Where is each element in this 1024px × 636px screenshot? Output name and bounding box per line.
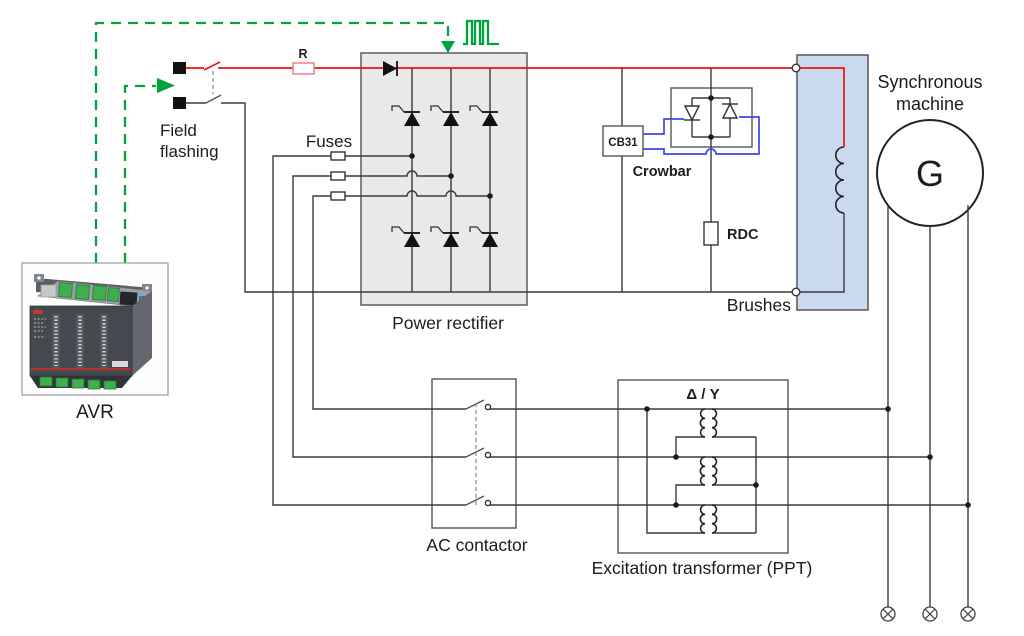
crowbar-label: Crowbar bbox=[633, 164, 692, 180]
diode-icon bbox=[383, 61, 398, 76]
fuse-icon bbox=[330, 151, 346, 161]
avr-label: AVR bbox=[76, 402, 114, 423]
generator-symbol: G bbox=[916, 153, 944, 194]
rdc-label: RDC bbox=[727, 227, 759, 243]
synchronous-machine-label-line1: Synchronous bbox=[877, 72, 982, 92]
synchronous-machine-label-line2: machine bbox=[896, 94, 964, 114]
field-winding-coil bbox=[835, 146, 845, 214]
power-rectifier-box bbox=[360, 52, 528, 306]
pulse-train-icon bbox=[463, 19, 499, 46]
firing-command-wire bbox=[94, 21, 450, 263]
machine-terminal-icon bbox=[880, 606, 896, 622]
power-rectifier-label: Power rectifier bbox=[392, 313, 504, 333]
switch-terminal-icon bbox=[173, 97, 186, 109]
crowbar-thyristors bbox=[683, 102, 739, 122]
vector-group-label: Δ / Y bbox=[686, 386, 719, 403]
field-flashing-label-line1: Field bbox=[160, 121, 197, 140]
machine-terminal-icon bbox=[922, 606, 938, 622]
cb31-label: CB31 bbox=[608, 137, 638, 149]
machine-terminal-icon bbox=[960, 606, 976, 622]
brushes-label: Brushes bbox=[727, 295, 791, 315]
field-flashing-label-line2: flashing bbox=[160, 142, 219, 161]
contact-terminal-icon bbox=[484, 403, 492, 411]
wiring-blue bbox=[643, 116, 760, 155]
contact-terminal-icon bbox=[484, 451, 492, 459]
contact-terminal-icon bbox=[484, 499, 492, 507]
avr-control-signals bbox=[94, 19, 499, 263]
firing-pulse-arrow-icon bbox=[441, 41, 455, 53]
resistor-r-label: R bbox=[298, 47, 307, 61]
junction-dots bbox=[409, 95, 971, 508]
fuse-icons bbox=[330, 151, 346, 201]
resistor-rdc-icon bbox=[703, 221, 719, 246]
avr-device-image bbox=[21, 262, 169, 396]
ac-contactor-label: AC contactor bbox=[426, 535, 527, 555]
close-command-arrow-icon bbox=[157, 78, 175, 93]
switch-terminal-icon bbox=[173, 62, 186, 74]
brush-terminal-icon bbox=[791, 287, 801, 297]
excitation-transformer-label: Excitation transformer (PPT) bbox=[592, 558, 813, 578]
field-flashing-command-wire bbox=[123, 84, 156, 263]
fuse-icon bbox=[330, 171, 346, 181]
cb31-box bbox=[602, 125, 644, 157]
resistor-r-icon bbox=[292, 62, 315, 75]
brush-terminal-icon bbox=[791, 63, 801, 73]
brushes-box bbox=[796, 54, 869, 311]
fuse-icon bbox=[330, 191, 346, 201]
transformer-windings bbox=[699, 408, 718, 534]
fuses-label: Fuses bbox=[306, 132, 352, 151]
